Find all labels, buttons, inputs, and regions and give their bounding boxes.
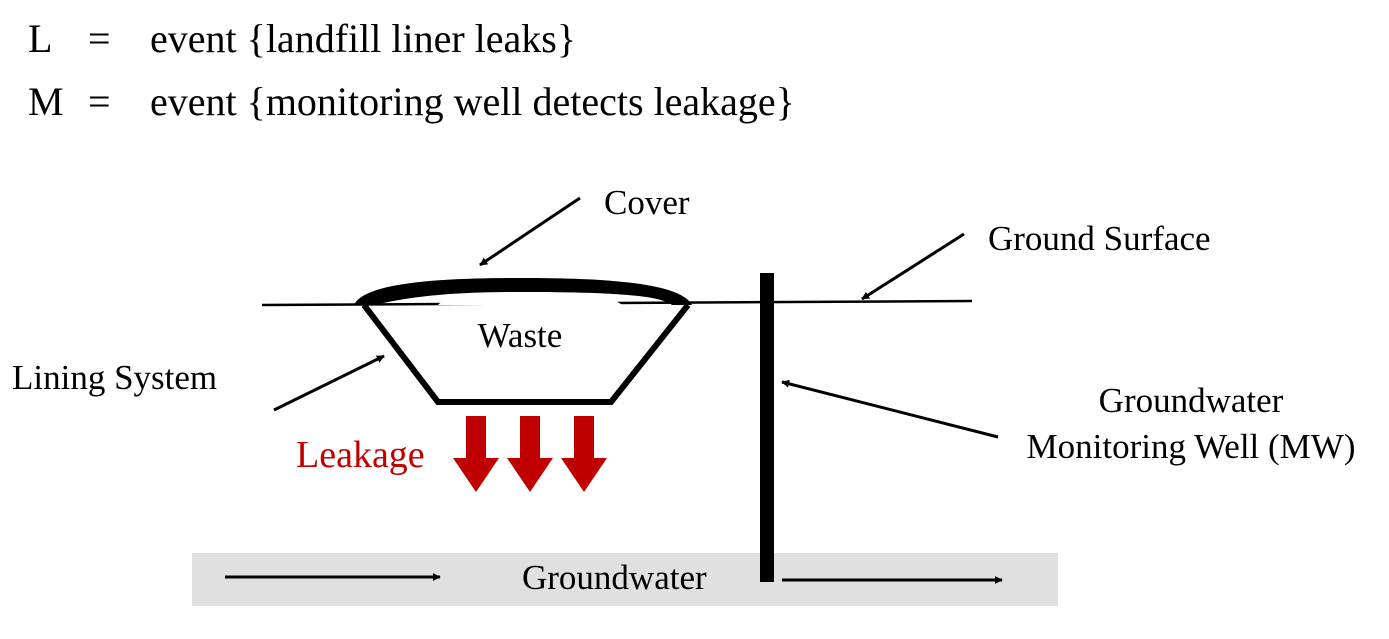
- definition-text: event {landfill liner leaks}: [150, 16, 577, 61]
- lining-system: [361, 303, 691, 405]
- waste-label: Waste: [478, 316, 563, 355]
- leakage-label: Leakage: [296, 434, 425, 476]
- ground-surface-pointer-arrow: [861, 232, 965, 301]
- definition-L: L = event {landfill liner leaks}: [28, 16, 576, 62]
- cover-label: Cover: [604, 183, 690, 222]
- leakage-arrow: [561, 416, 607, 492]
- leakage-arrows: [453, 416, 607, 492]
- monitoring-well-label-line1: Groundwater: [1099, 381, 1284, 420]
- definition-text: event {monitoring well detects leakage}: [150, 79, 795, 124]
- monitoring-well-label-line2: Monitoring Well (MW): [1027, 427, 1356, 466]
- landfill-cover: [354, 278, 692, 305]
- monitoring-well: [760, 273, 774, 582]
- definition-symbol: L: [28, 16, 53, 61]
- monitoring-well-pointer-arrow: [781, 379, 999, 439]
- groundwater-label: Groundwater: [522, 558, 707, 597]
- cover-pointer-arrow: [479, 196, 581, 267]
- leakage-arrow: [507, 416, 553, 492]
- ground-surface-label: Ground Surface: [988, 219, 1211, 258]
- definition-symbol: M: [28, 79, 64, 124]
- definition-operator: =: [88, 16, 111, 61]
- cover-inner-cutout: [438, 292, 622, 305]
- lining-system-label: Lining System: [12, 358, 217, 397]
- definition-M: M = event {monitoring well detects leakage…: [28, 79, 795, 125]
- lining-system-pointer-arrow: [273, 354, 385, 412]
- leakage-arrow: [453, 416, 499, 492]
- definition-operator: =: [88, 79, 111, 124]
